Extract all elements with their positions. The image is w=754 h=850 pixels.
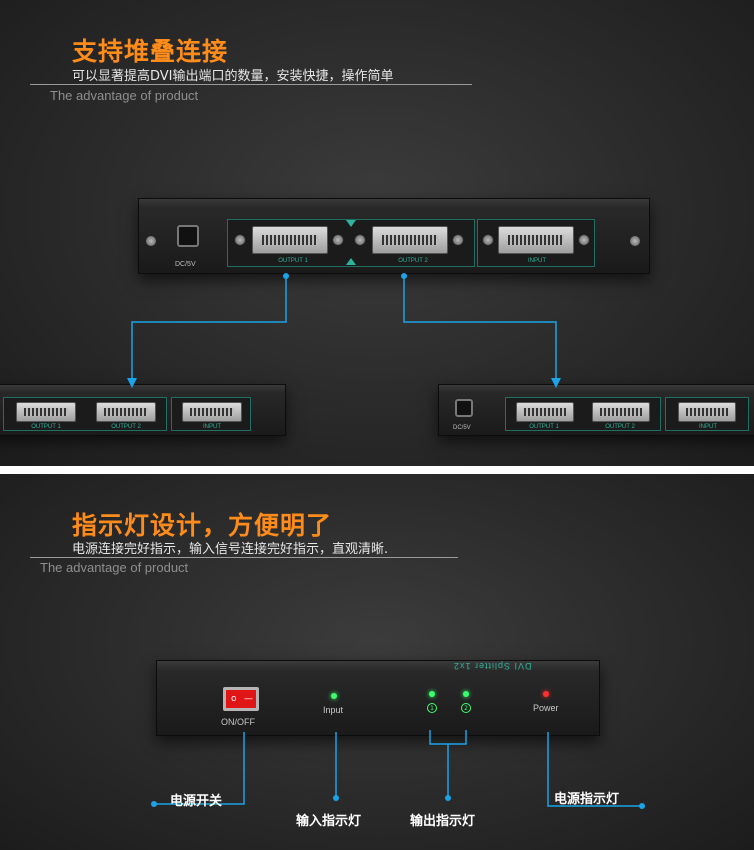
callout-input-indicator: 输入指示灯 (296, 814, 362, 829)
callout-power-indicator: 电源指示灯 (554, 792, 620, 807)
connector-line-right (403, 276, 557, 384)
arrow-down-icon (551, 378, 561, 388)
device-top-edge (439, 385, 754, 393)
callout-dot (333, 795, 339, 801)
dc-label: DC/5V (175, 261, 196, 268)
dvi-port-output-2 (96, 402, 156, 422)
connector-dot (401, 273, 407, 279)
dvi-port-output-1 (516, 402, 574, 422)
output-port-panel: OUTPUT 1 OUTPUT 2 (227, 219, 475, 267)
divider (30, 557, 458, 558)
switch-off-mark: — (244, 694, 253, 704)
divider (30, 84, 472, 85)
input-led-label: Input (323, 705, 344, 715)
dvi-port-output-2 (592, 402, 650, 422)
output-2-label: OUTPUT 2 (398, 258, 428, 264)
advantage-caption: The advantage of product (40, 560, 189, 575)
power-led (543, 691, 549, 697)
output-1-label: OUTPUT 1 (31, 424, 61, 430)
callout-line-power-led (547, 732, 642, 807)
section-subtitle: 可以显著提高DVI输出端口的数量，安装快捷，操作简单 (72, 69, 394, 84)
output-2-number: 2 (461, 703, 471, 713)
input-port-panel: INPUT (665, 397, 749, 431)
splitter-device-main: DC/5V OUTPUT 1 OUTPUT 2 INPUT (138, 198, 650, 274)
callout-line-power-switch (154, 732, 245, 805)
callout-dot (639, 803, 645, 809)
output-1-label: OUTPUT 1 (278, 258, 308, 264)
onoff-label: ON/OFF (221, 717, 255, 727)
screw-icon (482, 234, 494, 246)
dvi-port-output-1 (252, 226, 328, 254)
output-2-label: OUTPUT 2 (605, 424, 635, 430)
splitter-device-right: DC/5V OUTPUT 1 OUTPUT 2 INPUT (438, 384, 754, 436)
screw-icon (145, 235, 157, 247)
arrow-up-icon (346, 258, 356, 265)
advantage-caption: The advantage of product (50, 88, 199, 103)
dc-label: DC/5V (453, 425, 471, 431)
screw-icon (452, 234, 464, 246)
callout-output-indicator: 输出指示灯 (410, 814, 476, 829)
section-subtitle: 电源连接完好指示，输入信号连接完好指示，直观清晰. (72, 542, 389, 557)
screw-icon (629, 235, 641, 247)
input-port-panel: INPUT (477, 219, 595, 267)
indicator-panel: 指示灯设计，方便明了 电源连接完好指示，输入信号连接完好指示，直观清晰. The… (0, 474, 754, 850)
output-1-label: OUTPUT 1 (529, 424, 559, 430)
output-port-panel: OUTPUT 1 OUTPUT 2 (505, 397, 661, 431)
input-label: INPUT (699, 424, 717, 430)
screw-icon (332, 234, 344, 246)
screw-icon (234, 234, 246, 246)
connection-lines (127, 273, 561, 388)
input-label: INPUT (528, 258, 546, 264)
dvi-port-input (498, 226, 574, 254)
input-label: INPUT (203, 424, 221, 430)
callout-lines (151, 730, 645, 809)
screw-icon (354, 234, 366, 246)
dc-jack (455, 399, 473, 417)
callout-bracket-output (429, 730, 467, 745)
device-top-edge (0, 385, 285, 393)
switch-on-mark: o (231, 694, 237, 704)
arrow-down-icon (346, 220, 356, 227)
splitter-device-left: OUTPUT 1 OUTPUT 2 INPUT (0, 384, 286, 436)
dvi-port-input (678, 402, 736, 422)
input-port-panel: INPUT (171, 397, 251, 431)
output-port-panel: OUTPUT 1 OUTPUT 2 (3, 397, 167, 431)
dc-jack (177, 225, 199, 247)
output-2-led (463, 691, 469, 697)
input-led (331, 693, 337, 699)
callout-dot (445, 795, 451, 801)
screw-icon (578, 234, 590, 246)
device-top-edge (157, 661, 599, 673)
section-title: 支持堆叠连接 (72, 37, 229, 66)
connector-dot (283, 273, 289, 279)
dvi-port-input (182, 402, 242, 422)
power-led-label: Power (533, 703, 559, 713)
stacking-panel: 支持堆叠连接 可以显著提高DVI输出端口的数量，安装快捷，操作简单 The ad… (0, 0, 754, 466)
dvi-port-output-2 (372, 226, 448, 254)
device-top-edge (139, 199, 649, 209)
power-switch[interactable]: o — (223, 687, 259, 711)
dvi-port-output-1 (16, 402, 76, 422)
output-2-label: OUTPUT 2 (111, 424, 141, 430)
callout-power-switch: 电源开关 (170, 794, 223, 809)
connector-line-left (131, 276, 287, 384)
arrow-down-icon (127, 378, 137, 388)
splitter-device-front: DVI Splitter 1x2 o — ON/OFF Input 1 2 Po… (156, 660, 600, 736)
callout-dot (151, 801, 157, 807)
output-1-number: 1 (427, 703, 437, 713)
output-1-led (429, 691, 435, 697)
section-title: 指示灯设计，方便明了 (72, 511, 333, 540)
